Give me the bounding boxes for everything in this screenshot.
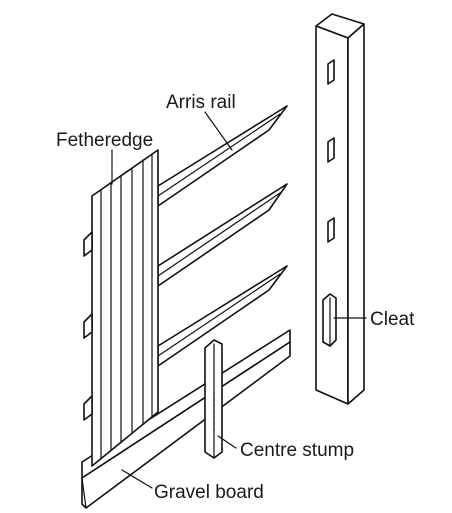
cleat-label: Cleat — [370, 309, 415, 330]
fence-post — [315, 13, 365, 405]
cleat-shape — [322, 293, 337, 347]
featheredge-boards — [83, 149, 159, 467]
arris-rail-label: Arris rail — [166, 92, 236, 113]
centre-stump-shape — [204, 339, 223, 459]
arris-rail-leader — [204, 111, 233, 151]
arris-rail-middle — [157, 183, 288, 287]
centre-stump-leader — [217, 435, 237, 449]
arris-rail-top — [157, 105, 288, 207]
centre-stump-label: Centre stump — [240, 440, 354, 461]
gravel-board-leader — [121, 469, 153, 489]
gravel-board-label: Gravel board — [154, 482, 264, 503]
featheredge-label: Fetheredge — [56, 130, 153, 151]
